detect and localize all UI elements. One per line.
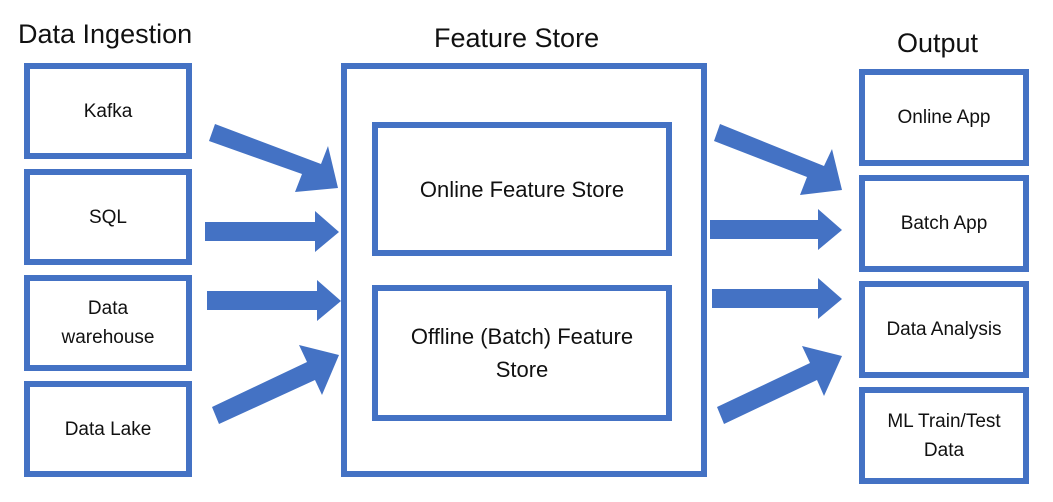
arrow-sql-to-store bbox=[205, 211, 339, 252]
arrow-warehouse-to-store bbox=[207, 280, 341, 321]
source-label: Data warehouse bbox=[61, 298, 155, 348]
output-box-data-analysis: Data Analysis bbox=[859, 281, 1029, 378]
heading-feature-store: Feature Store bbox=[434, 23, 600, 53]
arrow-store-to-batch-app bbox=[710, 209, 842, 250]
offline-feature-store-label: Offline (Batch) Feature Store bbox=[410, 324, 634, 382]
arrow-store-to-ml-data bbox=[717, 346, 842, 424]
output-label: Online App bbox=[897, 107, 991, 128]
output-box-online-app: Online App bbox=[859, 69, 1029, 166]
output-label: Batch App bbox=[900, 213, 988, 234]
arrow-lake-to-store bbox=[212, 345, 339, 424]
source-box-data-lake: Data Lake bbox=[24, 381, 192, 477]
source-label: SQL bbox=[88, 206, 128, 228]
heading-data-ingestion: Data Ingestion bbox=[18, 19, 193, 49]
source-label: Data Lake bbox=[64, 418, 152, 440]
source-box-kafka: Kafka bbox=[24, 63, 192, 159]
arrow-store-to-online-app bbox=[714, 124, 842, 195]
output-box-batch-app: Batch App bbox=[859, 175, 1029, 272]
source-box-data-warehouse: Data warehouse bbox=[24, 275, 192, 371]
output-box-ml-train-test-data: ML Train/Test Data bbox=[859, 387, 1029, 484]
arrow-kafka-to-store bbox=[209, 124, 338, 192]
output-label: ML Train/Test Data bbox=[887, 410, 1001, 461]
arrow-store-to-data-analysis bbox=[712, 278, 842, 319]
online-feature-store-box: Online Feature Store bbox=[372, 122, 672, 256]
online-feature-store-label: Online Feature Store bbox=[419, 176, 625, 202]
output-label: Data Analysis bbox=[886, 319, 1002, 340]
source-box-sql: SQL bbox=[24, 169, 192, 265]
offline-feature-store-box: Offline (Batch) Feature Store bbox=[372, 285, 672, 421]
heading-output: Output bbox=[897, 28, 979, 58]
source-label: Kafka bbox=[83, 100, 133, 122]
